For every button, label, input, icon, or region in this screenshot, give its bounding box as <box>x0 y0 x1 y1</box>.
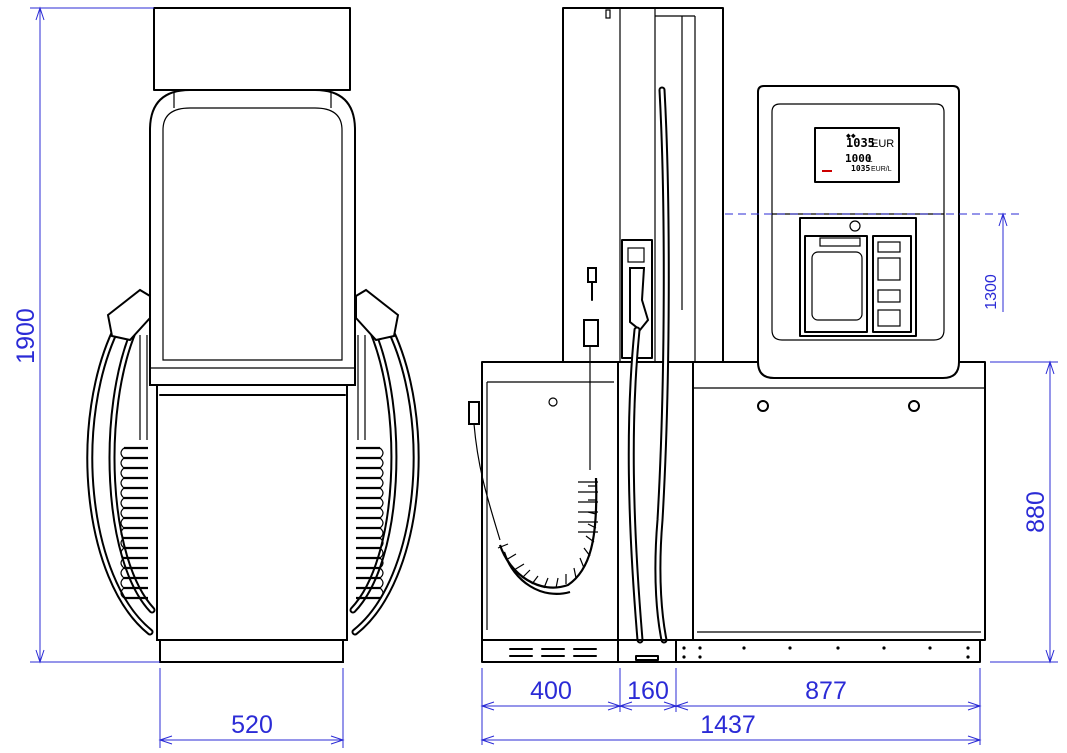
front-top-column <box>153 7 351 91</box>
front-base <box>159 639 344 663</box>
dim-side-depth-right: 877 <box>805 677 847 705</box>
dim-front-width: 520 <box>231 711 273 739</box>
display-volume-value: 1000 <box>845 152 872 165</box>
display-price-value: 1035 <box>851 164 870 173</box>
front-body <box>156 384 348 641</box>
payment-terminal <box>799 217 917 337</box>
dim-front-height: 1900 <box>12 308 40 364</box>
terminal-keypad <box>872 235 912 333</box>
dimension-lines: 1900 520 1300 880 400 160 877 1437 <box>12 6 1058 748</box>
dim-side-depth-left: 400 <box>530 677 572 705</box>
side-right-cabinet <box>692 361 986 641</box>
side-vents <box>509 648 597 657</box>
front-left-nozzle <box>106 288 151 342</box>
side-coiled-hose <box>497 477 598 595</box>
side-upright-nozzle <box>583 319 599 347</box>
dim-side-total: 1437 <box>700 711 756 739</box>
front-right-nozzle <box>355 288 400 342</box>
side-view: ◆◆ 1035 EUR 1000 L 1035 EUR/L <box>468 7 986 663</box>
display-price-unit: EUR/L <box>871 166 892 173</box>
display-amount-unit: EUR <box>871 138 894 150</box>
side-small-nozzle <box>468 401 480 425</box>
front-right-coil <box>356 446 384 600</box>
dim-base-height: 880 <box>1022 491 1050 533</box>
side-display-head <box>757 85 960 379</box>
fuel-display-screen <box>814 127 900 183</box>
front-head <box>149 89 356 386</box>
side-left-base <box>481 639 619 663</box>
side-column <box>562 7 724 363</box>
dim-display-height: 1300 <box>983 274 1000 310</box>
front-view <box>86 7 420 663</box>
side-right-base <box>675 639 981 663</box>
svg-text:◆◆: ◆◆ <box>846 131 856 140</box>
front-left-coil <box>120 446 148 600</box>
side-nozzle <box>629 267 650 332</box>
display-indicator <box>822 170 832 172</box>
dim-side-depth-mid: 160 <box>627 677 669 705</box>
display-volume-unit: L <box>868 155 873 164</box>
terminal-screen-frame <box>804 235 868 333</box>
display-amount-value: 1035 <box>846 136 875 150</box>
